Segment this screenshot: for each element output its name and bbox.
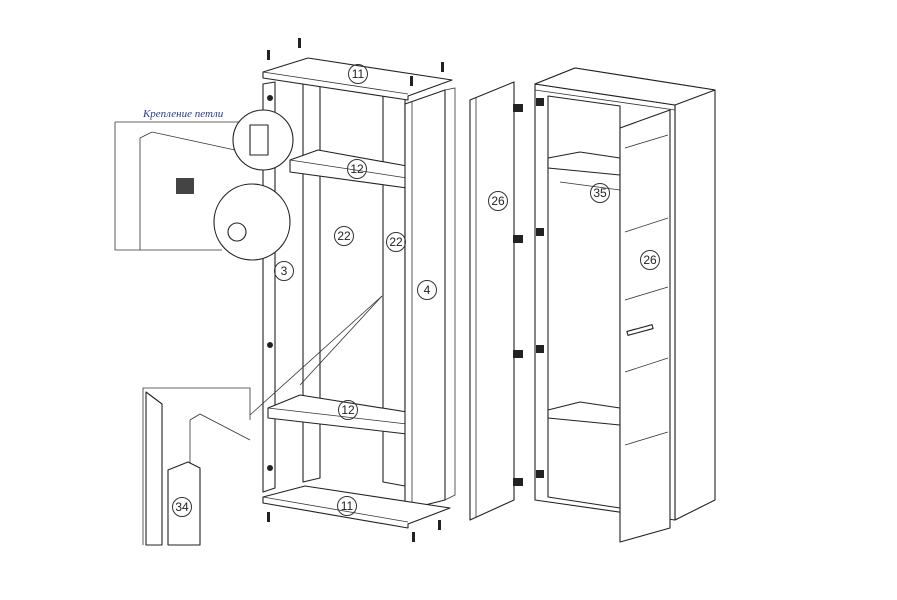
part-label-detail: 34 [172, 497, 192, 517]
part-label-left-side: 3 [274, 261, 294, 281]
part-label-bottom-panel: 11 [337, 496, 357, 516]
open-door [619, 109, 671, 543]
part-label-lower-shelf: 12 [338, 400, 358, 420]
exploded-cabinet [249, 38, 456, 542]
part-label-back-right: 22 [386, 232, 406, 252]
hinge-detail [114, 109, 294, 261]
assembled-cabinet [534, 67, 716, 543]
part-label-door-assembled: 26 [640, 250, 660, 270]
part-label-upper-shelf: 12 [347, 159, 367, 179]
left-side-panel [262, 81, 276, 493]
part-label-right-side: 4 [417, 280, 437, 300]
right-side-panel [404, 89, 446, 511]
part-label-door: 26 [488, 191, 508, 211]
part-label-rail: 35 [590, 183, 610, 203]
hinge-caption: Крепление петли [143, 108, 224, 120]
part-label-top-panel: 11 [348, 64, 368, 84]
bottom-detail [142, 387, 251, 546]
part-label-back-left: 22 [334, 226, 354, 246]
screws [267, 38, 444, 542]
door-panel [469, 81, 523, 521]
